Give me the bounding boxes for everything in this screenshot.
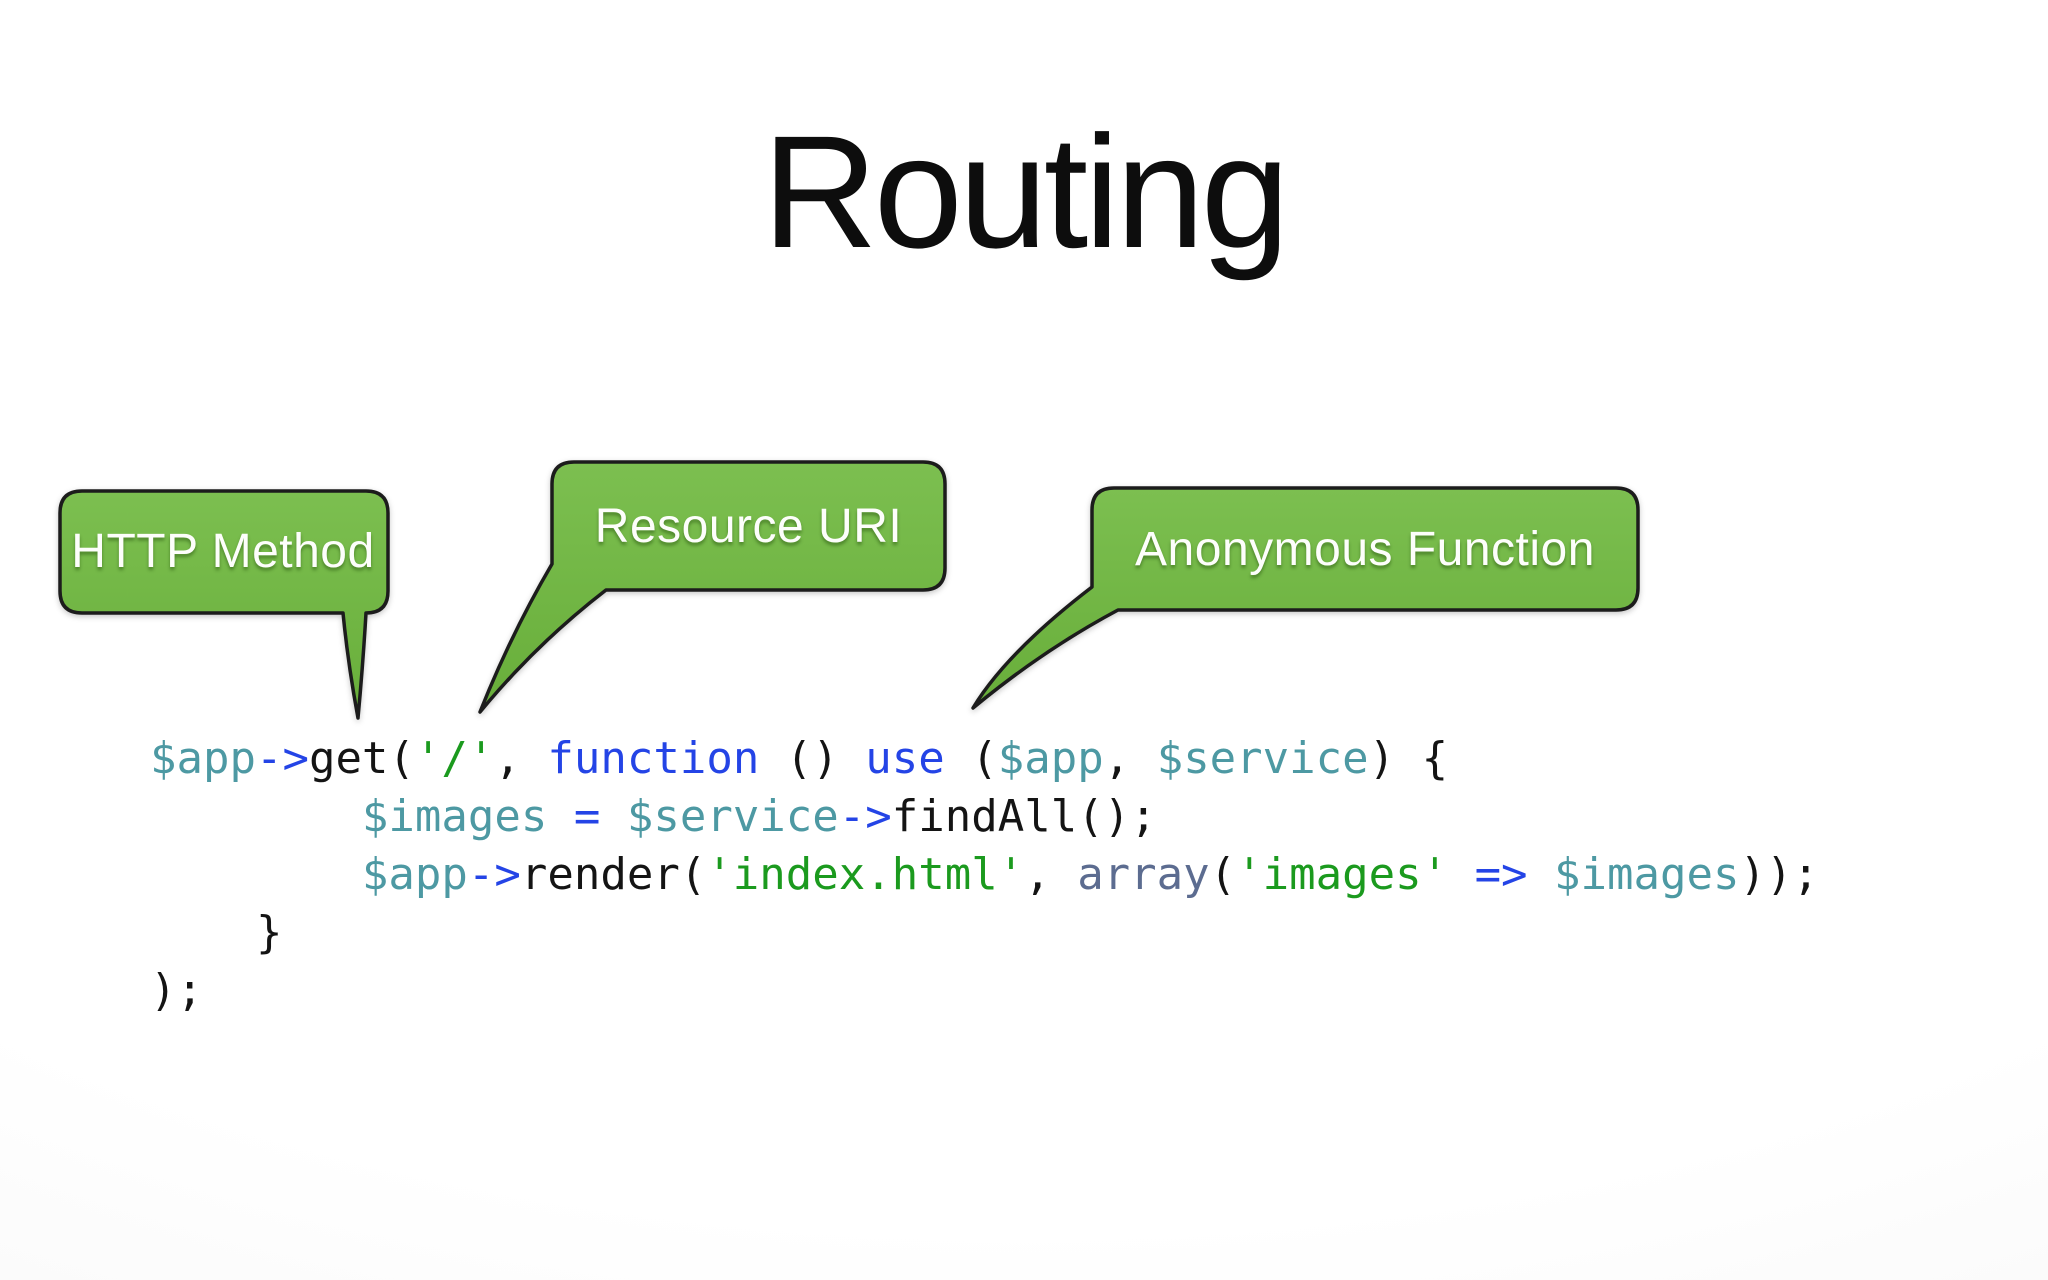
code-token-pl: () <box>759 733 866 784</box>
code-token-kw: use <box>865 733 945 784</box>
code-token-var: $app <box>361 849 468 900</box>
code-line: $images = $service->findAll(); <box>150 788 1819 846</box>
code-token-var: $images <box>361 791 548 842</box>
code-token-pl: )); <box>1739 849 1819 900</box>
code-token-pl <box>547 791 574 842</box>
code-token-pl: findAll(); <box>891 791 1157 842</box>
slide-title: Routing <box>762 102 1289 281</box>
code-token-pl <box>1448 849 1475 900</box>
callout-label-anonymous-function: Anonymous Function <box>1135 522 1595 576</box>
code-token-pl: ); <box>150 965 203 1016</box>
callout-anonymous-function: Anonymous Function <box>958 485 1650 745</box>
speech-bubble-shape <box>478 460 947 714</box>
code-line: $app->render('index.html', array('images… <box>150 846 1819 904</box>
code-token-pl <box>150 791 362 842</box>
code-token-op: -> <box>838 791 892 842</box>
code-token-pl: , <box>494 733 548 784</box>
code-token-pl: } <box>150 907 283 958</box>
code-token-pl: ( <box>1209 849 1237 900</box>
code-token-var: $service <box>626 791 839 842</box>
code-line: $app->get('/', function () use ($app, $s… <box>150 730 1819 788</box>
code-block: $app->get('/', function () use ($app, $s… <box>150 730 1819 1020</box>
speech-bubble-shape <box>58 489 390 720</box>
code-token-pl <box>600 791 627 842</box>
code-token-fn: array <box>1077 849 1210 900</box>
code-token-var: $images <box>1554 849 1740 900</box>
callout-label-http-method: HTTP Method <box>71 524 375 578</box>
code-token-pl: get( <box>308 733 415 784</box>
code-token-str: 'images' <box>1236 849 1449 900</box>
code-line: } <box>150 904 1819 962</box>
code-token-var: $app <box>997 733 1104 784</box>
code-token-pl: , <box>1024 849 1078 900</box>
code-token-pl: , <box>1103 733 1157 784</box>
code-token-op: => <box>1474 849 1528 900</box>
code-token-pl <box>1528 849 1555 900</box>
code-token-op: = <box>573 791 601 842</box>
code-token-str: 'index.html' <box>706 849 1025 900</box>
code-token-var: $service <box>1156 733 1369 784</box>
code-token-pl: ) { <box>1368 733 1449 784</box>
code-token-pl <box>150 849 362 900</box>
callout-http-method: HTTP Method <box>58 489 394 725</box>
code-token-str: '/' <box>414 733 495 784</box>
code-token-var: $app <box>150 733 256 784</box>
code-token-pl: render( <box>520 849 707 900</box>
callout-label-resource-uri: Resource URI <box>594 499 903 553</box>
code-token-op: -> <box>467 849 521 900</box>
code-token-pl: ( <box>944 733 998 784</box>
callout-resource-uri: Resource URI <box>466 459 956 721</box>
code-token-kw: function <box>547 733 760 784</box>
code-line: ); <box>150 962 1819 1020</box>
speech-bubble-shape <box>971 486 1640 710</box>
code-token-op: -> <box>255 733 309 784</box>
